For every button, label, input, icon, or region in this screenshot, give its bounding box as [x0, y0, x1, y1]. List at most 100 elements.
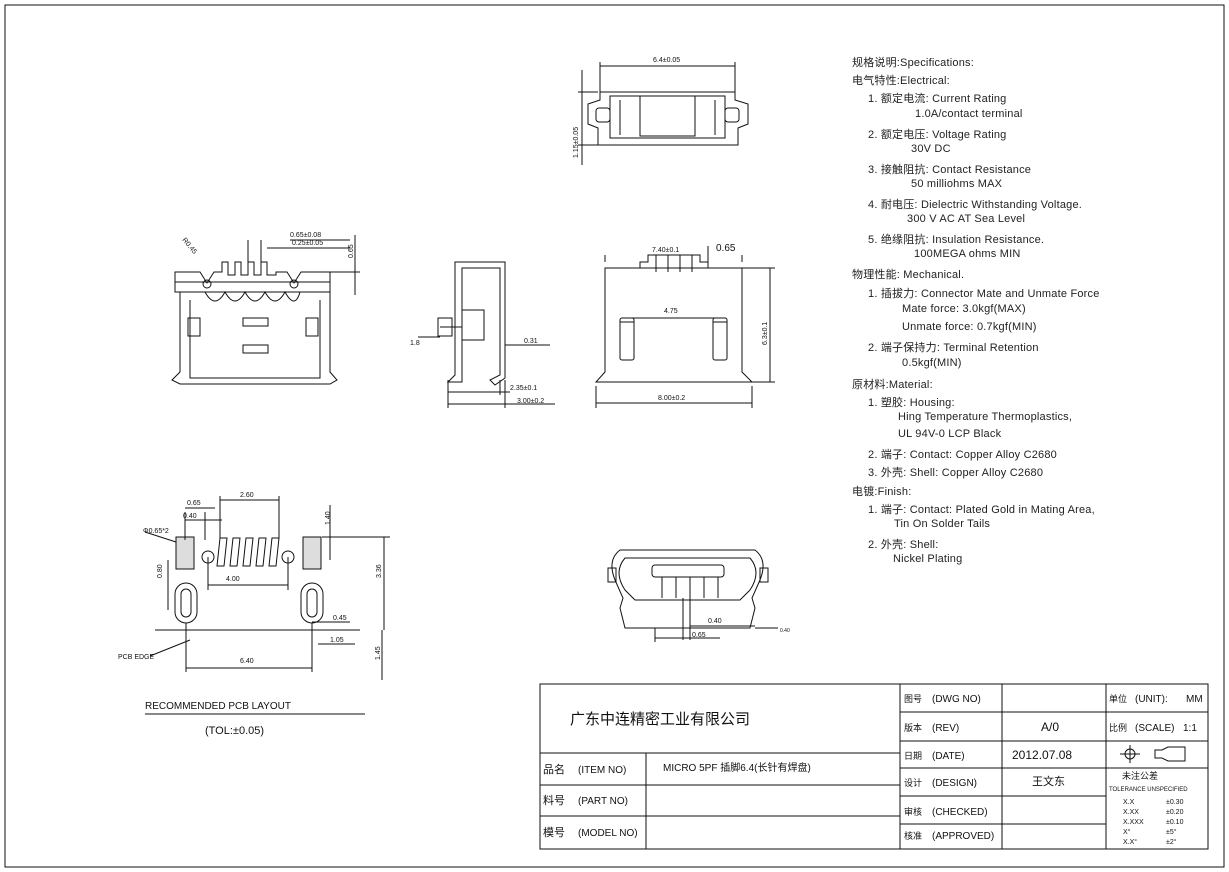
dim-side-pitch1: 0.65±0.08 [290, 232, 321, 239]
spec-current-value: 1.0A/contact terminal [915, 108, 1023, 120]
unit-value: MM [1186, 694, 1203, 705]
sheet-border [4, 4, 1225, 868]
dim-mid-a: 1.8 [410, 340, 420, 347]
spec-finish: 电镀:Finish: [852, 486, 912, 498]
spec-dielectric-value: 300 V AC AT Sea Level [907, 213, 1026, 225]
dim-front-c: 0.40 [780, 628, 790, 634]
part-label: 料号 [543, 793, 565, 807]
scale-value: 1:1 [1183, 723, 1197, 734]
spec-mate-force-value: Mate force: 3.0kgf(MAX) [902, 303, 1026, 315]
spec-retention-value: 0.5kgf(MIN) [902, 357, 962, 369]
dim-bot-d: 6.3±0.1 [762, 322, 769, 345]
profile-view [418, 261, 555, 408]
dim-pcb-080: 0.80 [157, 564, 164, 578]
spec-unmate-force-value: Unmate force: 0.7kgf(MIN) [902, 321, 1037, 333]
rev-value: A/0 [1041, 720, 1059, 734]
spec-dielectric: 4. 耐电压: Dielectric Withstanding Voltage. [868, 199, 1083, 211]
tol-title: 未注公差 [1122, 770, 1158, 781]
spec-finish-contact2: Tin On Solder Tails [894, 518, 991, 530]
tol-val: ±0.20 [1166, 809, 1184, 816]
scale-label: 比例 [1109, 722, 1127, 733]
dim-pcb-105: 1.05 [330, 637, 344, 644]
tol-val: ±0.10 [1166, 819, 1184, 826]
dim-bot-a: 7.40±0.1 [652, 247, 679, 254]
spec-finish-shell-value: Nickel Plating [893, 553, 963, 565]
item-label: 品名 [543, 762, 565, 776]
tol-key: X.X [1123, 799, 1135, 806]
dim-pcb-hole: Φ0.65*2 [143, 528, 169, 535]
rev-label-en: (REV) [932, 723, 959, 734]
unit-label-en: (UNIT): [1135, 694, 1168, 705]
dim-pcb-140: 1.40 [325, 511, 332, 525]
spec-material: 原材料:Material: [852, 379, 933, 391]
dim-top-height: 1.15±0.05 [573, 127, 580, 158]
spec-housing-value2: UL 94V-0 LCP Black [898, 428, 1002, 440]
approved-label: 核准 [904, 830, 922, 841]
spec-resistance-value: 50 milliohms MAX [911, 178, 1003, 190]
dwg-label-en: (DWG NO) [932, 694, 981, 705]
dim-front-b: 0.65 [692, 632, 706, 639]
dim-mid-c: 2.35±0.1 [510, 385, 537, 392]
design-label: 设计 [904, 777, 922, 788]
dim-side-h: 0.65 [348, 244, 355, 258]
checked-label-en: (CHECKED) [932, 807, 988, 818]
tol-val: ±5° [1166, 828, 1177, 836]
bottom-view [594, 246, 775, 408]
unit-label: 单位 [1109, 693, 1127, 704]
title-block [539, 683, 1209, 850]
pcb-edge-label: PCB EDGE [118, 654, 155, 661]
spec-current: 1. 额定电流: Current Rating [868, 93, 1007, 105]
rev-label: 版本 [904, 722, 922, 733]
part-label-en: (PART NO) [578, 796, 628, 807]
dim-front-a: 0.40 [708, 618, 722, 625]
dim-bot-c: 4.75 [664, 308, 678, 315]
checked-label: 审核 [904, 806, 922, 817]
dim-bot-e: 8.00±0.2 [658, 395, 685, 402]
dim-side-pitch2: 0.25±0.05 [292, 240, 323, 247]
tol-val: ±2° [1166, 838, 1177, 846]
tol-val: ±0.30 [1166, 799, 1184, 806]
dim-pcb-145: 1.45 [375, 646, 382, 660]
spec-contact-material: 2. 端子: Contact: Copper Alloy C2680 [868, 449, 1058, 461]
item-value: MICRO 5PF 插脚6.4(长针有焊盘) [663, 761, 811, 774]
spec-title: 规格说明:Specifications: [852, 57, 974, 69]
spec-mechanical: 物理性能: Mechanical. [852, 269, 965, 281]
spec-voltage: 2. 额定电压: Voltage Rating [868, 129, 1007, 141]
spec-voltage-value: 30V DC [911, 143, 951, 155]
dim-mid-d: 3.00±0.2 [517, 398, 544, 405]
dim-pcb-260: 2.60 [240, 492, 254, 499]
top-view [578, 62, 749, 165]
tol-key: X° [1123, 828, 1131, 836]
dim-bot-b: 0.65 [716, 243, 736, 254]
dim-pcb-040: 0.40 [183, 513, 197, 520]
tol-table: X.X ±0.30 X.XX ±0.20 X.XXX ±0.10 X° ±5° … [1123, 799, 1184, 846]
spec-housing-value1: Hing Temperature Thermoplastics, [898, 411, 1073, 423]
tol-subtitle: TOLERANCE UNSPECIFIED [1109, 787, 1188, 793]
design-value: 王文东 [1032, 774, 1065, 788]
front-view [607, 549, 778, 642]
item-label-en: (ITEM NO) [578, 765, 626, 776]
side-view [171, 235, 360, 385]
scale-label-en: (SCALE) [1135, 723, 1174, 734]
pcb-layout [144, 496, 390, 680]
spec-finish-contact: 1. 端子: Contact: Plated Gold in Mating Ar… [868, 504, 1095, 516]
model-label-en: (MODEL NO) [578, 828, 638, 839]
tol-key: X.XX [1123, 809, 1139, 816]
model-label: 模号 [543, 826, 565, 839]
dim-top-width: 6.4±0.05 [653, 57, 680, 64]
dim-pcb-045: 0.45 [333, 615, 347, 622]
approved-label-en: (APPROVED) [932, 831, 994, 842]
spec-mate-force: 1. 插拔力: Connector Mate and Unmate Force [868, 288, 1100, 300]
date-label: 日期 [904, 751, 922, 761]
dim-pcb-640: 6.40 [240, 658, 254, 665]
date-value: 2012.07.08 [1012, 748, 1072, 762]
spec-insulation: 5. 绝缘阻抗: Insulation Resistance. [868, 234, 1045, 246]
dim-pcb-400: 4.00 [226, 576, 240, 583]
company-name: 广东中连精密工业有限公司 [570, 711, 750, 728]
tol-key: X.XXX [1123, 819, 1144, 826]
pcb-layout-title: RECOMMENDED PCB LAYOUT [145, 701, 291, 712]
spec-retention: 2. 端子保持力: Terminal Retention [868, 342, 1039, 354]
tol-key: X.X° [1123, 838, 1137, 846]
dim-mid-b: 0.31 [524, 338, 538, 345]
